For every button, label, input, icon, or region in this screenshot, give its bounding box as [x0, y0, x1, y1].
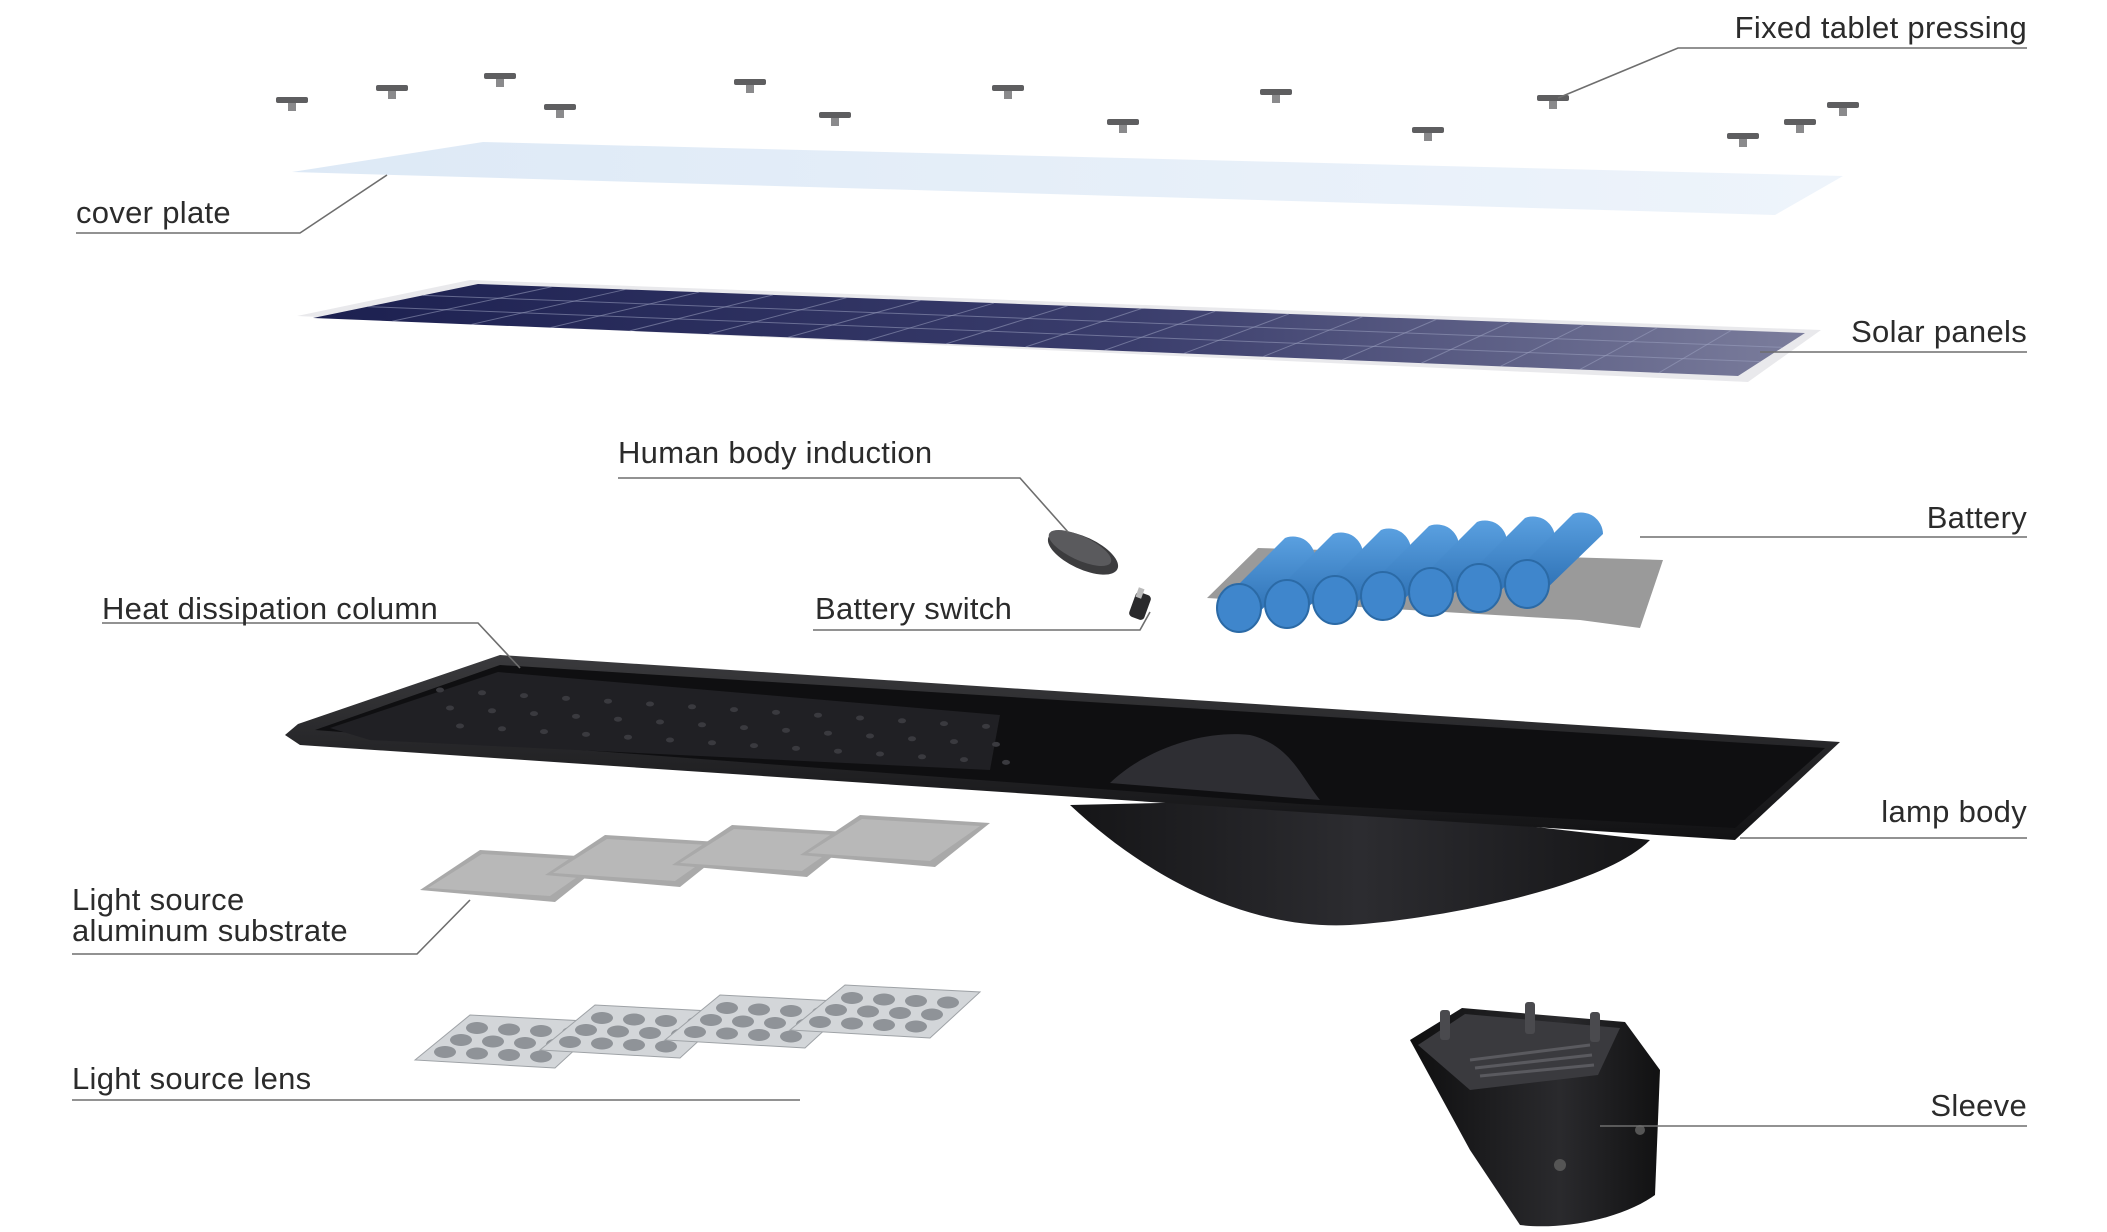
fixed-tablet-pressing-clips	[276, 73, 1859, 147]
leader-heat-dissipation-column	[102, 622, 521, 669]
tablet-clip	[376, 85, 408, 99]
aluminum-substrate-plate	[800, 815, 990, 867]
tablet-clip	[1827, 102, 1859, 116]
label-light-source-lens: Light source lens	[72, 1061, 312, 1096]
label-fixed-tablet-pressing: Fixed tablet pressing	[1734, 10, 2027, 45]
battery-cell	[1456, 516, 1555, 613]
battery-switch	[1129, 587, 1151, 620]
aluminum-substrate-plate	[545, 835, 735, 887]
lamp-body	[285, 655, 1840, 926]
tablet-clip	[1727, 133, 1759, 147]
solar-panels	[297, 280, 1821, 382]
tablet-clip	[819, 112, 851, 126]
tablet-clip	[992, 85, 1024, 99]
lens-array	[788, 984, 982, 1039]
human-body-induction-sensor	[1047, 529, 1119, 575]
leader-cover-plate	[76, 174, 388, 234]
battery-pack	[1207, 512, 1663, 633]
tablet-clip	[1784, 119, 1816, 133]
light-source-lens	[413, 984, 982, 1069]
tablet-clip	[1260, 89, 1292, 103]
light-source-aluminum-substrate	[420, 815, 990, 902]
leader-battery-switch	[813, 611, 1151, 631]
aluminum-substrate-plate	[672, 825, 862, 877]
battery-cell	[1216, 536, 1315, 633]
label-battery-switch: Battery switch	[815, 591, 1013, 626]
lens-array	[538, 1004, 732, 1059]
lens-array	[413, 1014, 607, 1069]
label-battery: Battery	[1926, 500, 2027, 535]
label-sleeve: Sleeve	[1930, 1088, 2027, 1123]
cover-plate	[292, 142, 1843, 215]
tablet-clip	[544, 104, 576, 118]
label-heat-dissipation-column: Heat dissipation column	[102, 591, 439, 626]
battery-cell	[1360, 524, 1459, 621]
leader-light-source-aluminum-substrate	[72, 899, 471, 955]
battery-cell	[1504, 512, 1603, 609]
battery-cell	[1312, 528, 1411, 625]
label-light-source-aluminum-substrate: Light source aluminum substrate	[72, 882, 348, 948]
label-lamp-body: lamp body	[1881, 794, 2027, 829]
label-solar-panels: Solar panels	[1851, 314, 2027, 349]
leader-lines	[72, 47, 2027, 1127]
battery-cell	[1408, 520, 1507, 617]
leader-fixed-tablet-pressing	[1557, 47, 2027, 99]
tablet-clip	[734, 79, 766, 93]
sleeve	[1410, 1002, 1660, 1227]
battery-cell	[1264, 532, 1363, 629]
tablet-clip	[1537, 95, 1569, 109]
tablet-clip	[1107, 119, 1139, 133]
tablet-clip	[484, 73, 516, 87]
aluminum-substrate-plate	[420, 850, 610, 902]
label-human-body-induction: Human body induction	[618, 435, 933, 470]
tablet-clip	[276, 97, 308, 111]
leader-human-body-induction	[618, 477, 1069, 533]
tablet-clip	[1412, 127, 1444, 141]
label-cover-plate: cover plate	[76, 195, 231, 230]
